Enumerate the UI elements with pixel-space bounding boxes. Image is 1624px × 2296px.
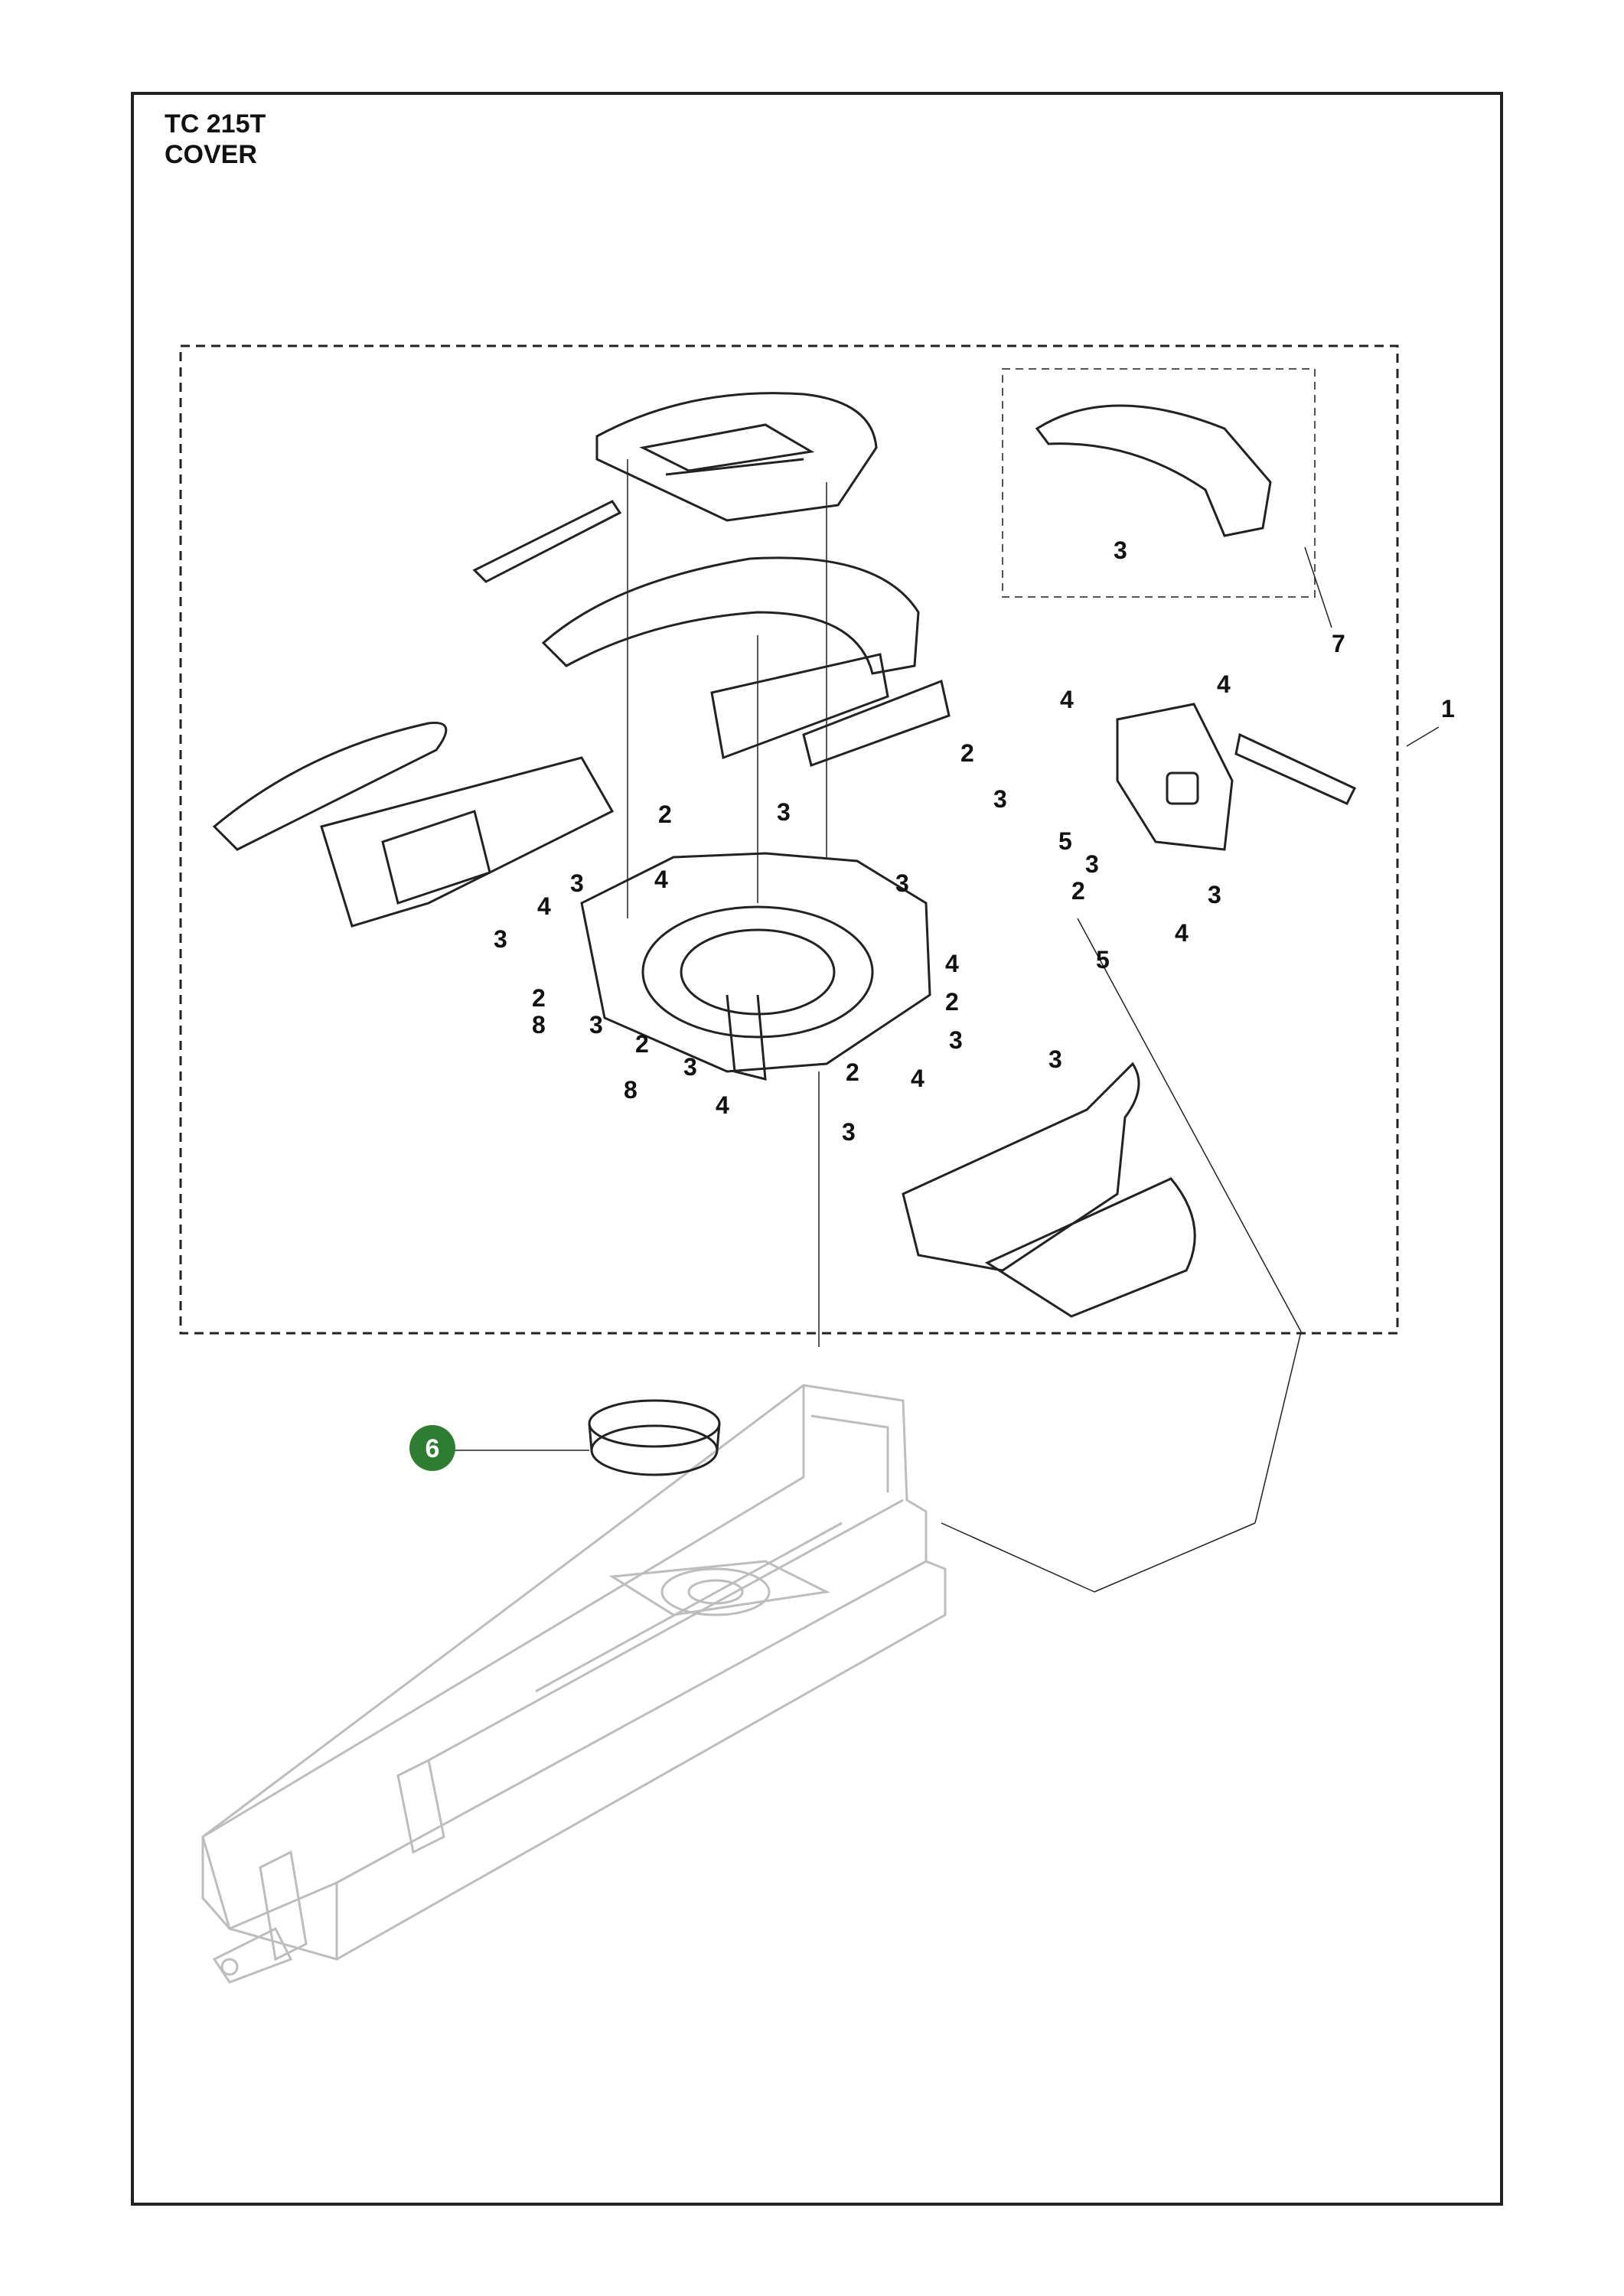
callout-4e: 4 <box>537 892 551 920</box>
section-label: COVER <box>165 140 257 169</box>
ring-part <box>588 1399 721 1476</box>
callout-4f: 4 <box>945 950 959 977</box>
callout-4c: 4 <box>1175 919 1189 947</box>
callout-3g: 3 <box>895 869 909 897</box>
callout-3d: 3 <box>1208 881 1221 908</box>
callout-8a: 8 <box>532 1011 546 1039</box>
callout-2c: 2 <box>658 801 672 828</box>
left-trim-strip <box>472 500 622 583</box>
chassis-frame <box>201 1384 947 1984</box>
callout-3c: 3 <box>1085 850 1099 878</box>
page-frame <box>131 92 1503 2206</box>
callout-labels: 1 7 3 4 4 2 3 5 3 2 3 4 5 2 3 3 4 4 3 3 … <box>494 536 1455 1146</box>
left-side-panel <box>212 721 615 928</box>
callout-3b: 3 <box>993 785 1007 813</box>
badge-circle[interactable] <box>409 1425 455 1471</box>
callout-3i: 3 <box>589 1011 603 1039</box>
callout-8b: 8 <box>624 1076 638 1104</box>
inset-boundary <box>1002 368 1316 598</box>
callout-2f: 2 <box>635 1030 649 1058</box>
callout-2b: 2 <box>1071 877 1085 905</box>
callout-4h: 4 <box>716 1091 729 1119</box>
callout-2e: 2 <box>532 984 546 1012</box>
callout-2g: 2 <box>846 1058 859 1086</box>
hood-panel <box>595 392 878 522</box>
callout-6[interactable]: 6 <box>426 1434 440 1463</box>
rear-cover <box>902 1062 1196 1318</box>
seat-tub <box>580 852 931 1081</box>
dash-panel <box>1116 703 1357 851</box>
callout-3j: 3 <box>949 1026 963 1054</box>
callout-2d: 2 <box>945 988 959 1016</box>
callout-3a: 3 <box>1114 536 1127 564</box>
fender-panel <box>710 653 951 767</box>
model-label: TC 215T <box>165 109 266 139</box>
callout-1: 1 <box>1441 695 1455 722</box>
assembly-boundary <box>179 344 1399 1335</box>
leader-lines <box>452 459 1440 1593</box>
part-6-badge[interactable]: 6 <box>409 1425 455 1471</box>
callout-4d: 4 <box>654 866 668 893</box>
callout-4g: 4 <box>911 1065 925 1092</box>
callout-7: 7 <box>1332 630 1345 657</box>
seat-surround <box>541 556 920 675</box>
callout-3m: 3 <box>1048 1045 1062 1073</box>
callout-5b: 5 <box>1096 946 1110 974</box>
callout-5a: 5 <box>1058 827 1072 855</box>
callout-3k: 3 <box>683 1053 697 1081</box>
callout-4a: 4 <box>1060 686 1074 713</box>
callout-2a: 2 <box>960 739 974 767</box>
inset-part <box>1035 404 1272 537</box>
callout-3f: 3 <box>570 869 584 897</box>
callout-4b: 4 <box>1217 670 1231 698</box>
diagram-title: TC 215T COVER <box>165 109 266 170</box>
callout-3l: 3 <box>842 1118 856 1146</box>
callout-3h: 3 <box>494 925 507 953</box>
callout-3e: 3 <box>777 798 791 826</box>
